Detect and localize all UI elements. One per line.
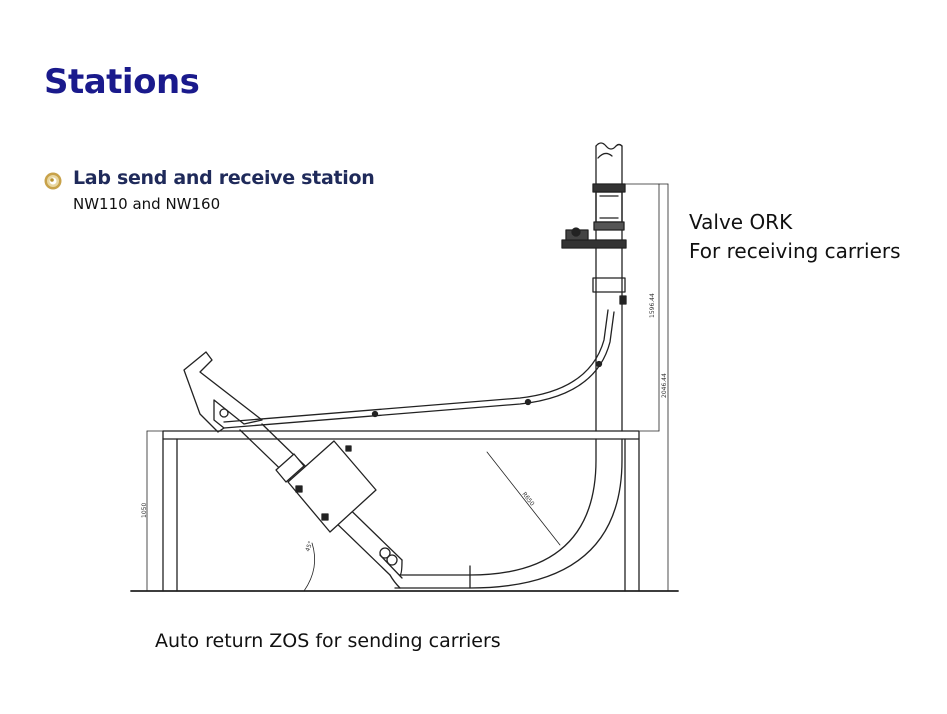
bullet-icon xyxy=(44,172,62,190)
dim-angle: 45° xyxy=(304,540,314,552)
bullet-heading: Lab send and receive station xyxy=(73,167,375,189)
valve-annotation: Valve ORK For receiving carriers xyxy=(689,208,901,266)
dim-total-height: 2046.44 xyxy=(661,373,668,398)
dim-bend-radius: R650 xyxy=(520,491,535,508)
slide-title: Stations xyxy=(44,62,200,102)
dim-upper-height: 1596.44 xyxy=(649,293,656,318)
dim-table-height: 1050 xyxy=(141,503,148,518)
loading-handle xyxy=(183,351,263,433)
dimension-labels: 1596.44 2046.44 1050 R650 45° xyxy=(141,293,668,553)
send-unit xyxy=(275,440,377,533)
u-bend-tube xyxy=(394,438,623,589)
table-frame xyxy=(162,430,640,592)
valve-label: Valve ORK xyxy=(689,210,793,234)
zos-annotation: Auto return ZOS for sending carriers xyxy=(155,630,501,652)
valve-ork xyxy=(561,183,627,305)
valve-description: For receiving carriers xyxy=(689,239,901,263)
return-pipe xyxy=(223,309,615,429)
bullet-detail: NW110 and NW160 xyxy=(73,195,221,213)
dimension-lines xyxy=(146,183,669,592)
